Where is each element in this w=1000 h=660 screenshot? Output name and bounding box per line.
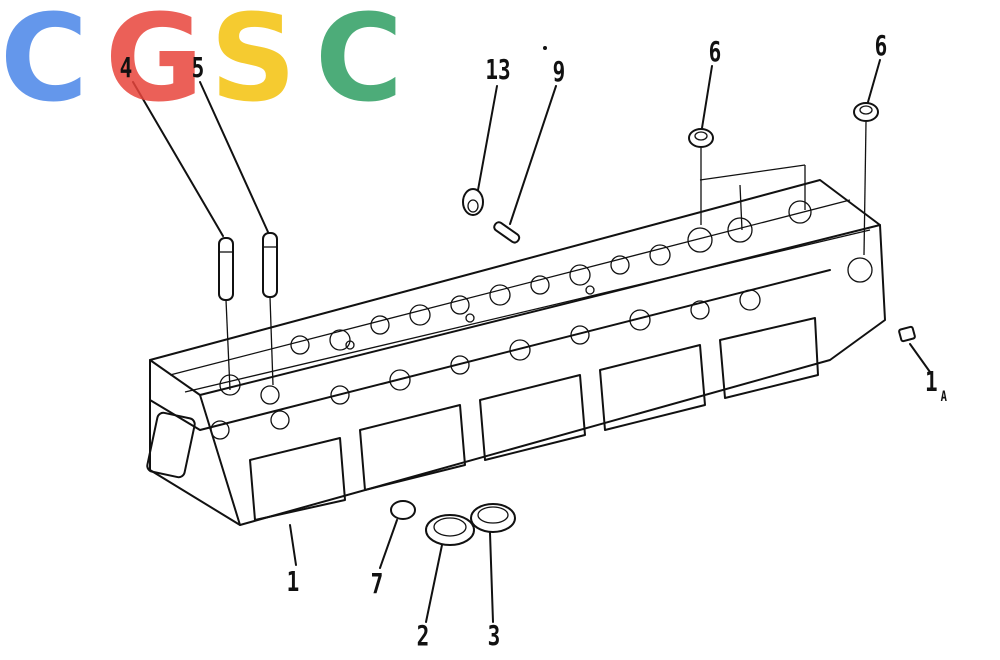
- callout-1a-sub: A: [940, 389, 947, 405]
- callout-3: 3: [487, 619, 501, 652]
- part-5-guide: [262, 232, 278, 386]
- callout-6-left: 6: [708, 35, 722, 68]
- cylinder-head: [146, 164, 886, 526]
- watermark-letter: S: [210, 0, 296, 120]
- callout-7: 7: [370, 567, 384, 600]
- watermark: C G S C: [0, 0, 403, 120]
- stray-dot: [543, 46, 547, 50]
- part-1a-plug: [898, 325, 916, 343]
- callout-9: 9: [552, 55, 566, 88]
- callout-4: 4: [119, 51, 133, 84]
- watermark-letter: C: [0, 0, 88, 120]
- part-6b-seal: [853, 102, 879, 256]
- callout-2: 2: [416, 619, 430, 652]
- part-3-ring: [470, 503, 516, 533]
- callout-6-right: 6: [874, 29, 888, 62]
- part-13-plug: [462, 188, 484, 216]
- part-9-pin: [493, 221, 521, 244]
- part-7-plug: [390, 500, 416, 520]
- leader-lines: [132, 59, 931, 623]
- part-2-ring: [425, 514, 475, 546]
- part-6a-seal: [688, 128, 714, 225]
- callout-1: 1: [286, 565, 300, 598]
- part-4-guide: [218, 237, 234, 391]
- callout-5: 5: [191, 51, 205, 84]
- callout-13: 13: [485, 53, 511, 86]
- watermark-letter: C: [315, 0, 403, 120]
- watermark-letter: G: [105, 0, 204, 120]
- callout-1a-main: 1: [925, 365, 938, 398]
